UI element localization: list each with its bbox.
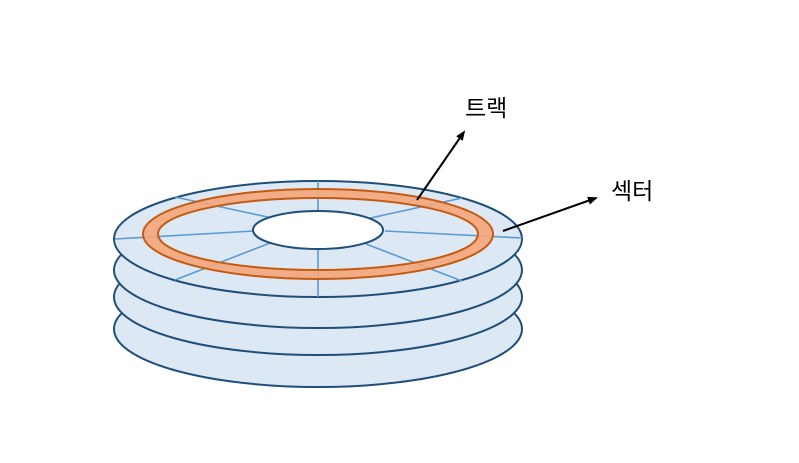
- sector-label: 섹터: [611, 179, 654, 205]
- sector-line: [114, 230, 255, 240]
- track-inner-edge: [157, 197, 479, 271]
- track-outer-edge: [142, 188, 494, 280]
- spindle-hole: [252, 210, 384, 250]
- sector-line: [384, 230, 523, 239]
- sector-line: [174, 196, 273, 219]
- sector-line: [174, 242, 271, 281]
- track-label: 트랙: [465, 96, 508, 122]
- track-arrow: [416, 130, 466, 201]
- sector-line: [365, 197, 463, 220]
- sector-arrow: [502, 196, 598, 232]
